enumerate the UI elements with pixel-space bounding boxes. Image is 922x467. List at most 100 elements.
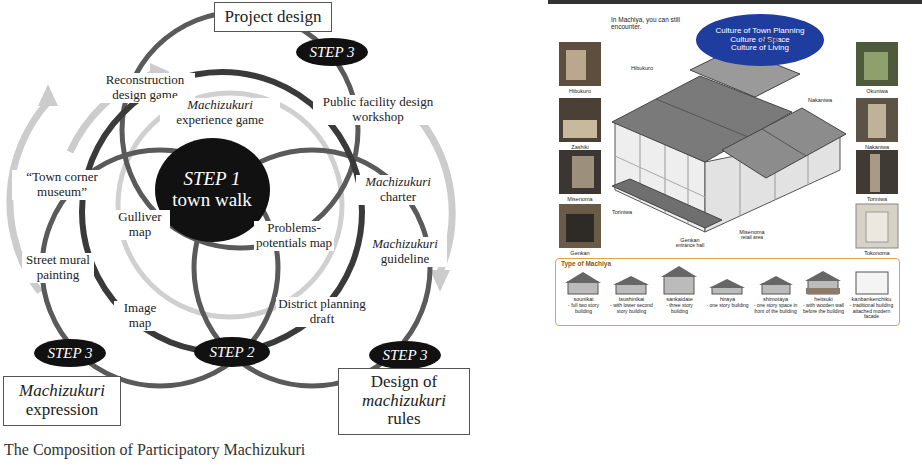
ellipse-shape [194,337,270,367]
type-description: - one story space in front of the buildi… [753,303,798,314]
poster-label: Nakaniwa [800,97,840,103]
node-text: STEP 3 [382,347,427,364]
house-roof [722,108,846,178]
phase-box: Machizukuri expression [3,376,121,426]
node-text: Culture of Space [730,36,790,45]
activity-label: Public facility design workshop [313,95,443,124]
poster-label: Genkan [558,250,602,256]
culture-ellipse: Culture of Town PlanningCulture of Space… [696,14,824,66]
type-name: shimotaya [753,296,798,302]
roof-ridge [762,129,806,156]
poster-label: Misenoma [558,196,602,202]
activity-label: Street mural painting [22,253,94,282]
poster-label: Nakaniwa [855,144,899,150]
type-description: - full two story building [561,303,606,314]
type-name: sounikai [561,296,606,302]
node-text: town walk [172,190,252,211]
type-icon-roof [759,276,793,285]
type-icon-roof [613,276,649,285]
cycle-arrowhead [430,270,450,292]
type-icon [616,284,646,294]
poster-label: Tokonoma [855,250,899,256]
type-icon-roof [565,272,601,283]
type-icon [712,287,742,294]
type-description: - with lower second story building [609,303,654,314]
type-icon [856,272,888,294]
type-description: - three story building [657,303,702,314]
poster-label: Misenoma [732,229,772,235]
activity-label: Machizukuri charter [356,175,440,204]
type-description: - one story building [705,303,750,309]
type-icon-roof [661,266,697,277]
poster-label: Hibukuro [558,88,602,94]
italic-word: Machizukuri [187,97,253,112]
ellipse-shape [696,14,824,66]
poster-label: Genkan [670,237,710,243]
poster-label: Toriniwa [855,196,899,202]
type-icon [664,276,694,294]
photo-detail [572,156,594,188]
type-name: sankaidate [657,296,702,302]
phase-box: Project design [214,2,332,32]
poster-label: Zashiki [750,37,790,43]
house-frame [740,155,741,216]
step-ellipse: STEP 3 [34,339,106,367]
activity-label: Machizukuri guideline [363,237,447,266]
ellipse-shape [155,138,270,242]
italic-word: Machizukuri [19,381,105,400]
photo-detail [563,120,597,138]
photo-detail [870,154,880,192]
type-name: hiraya [705,296,750,302]
type-name: kanbankenchiku [849,296,894,302]
phase-box: Design of machizukuri rules [338,368,470,435]
type-name: tsushinikai [609,296,654,302]
photo [856,150,898,194]
type-icon-roof [805,271,841,281]
node-text: STEP 3 [47,345,92,362]
ellipse-shape [34,339,106,367]
poster-label: Toriniwa [602,209,642,215]
step-ellipse: STEP 3 [369,341,441,369]
panel-heading: Type of Machiya [561,260,611,267]
ellipse-shape [369,341,441,369]
type-description: - traditional building attached modern f… [849,303,894,320]
photo-detail [566,50,586,80]
activity-label: “Town corner museum” [12,170,112,199]
figure-caption: The Composition of Participatory Machizu… [4,441,305,459]
node-text: Machizukuri expression [9,382,115,419]
activity-label: Gulliver map [110,210,170,239]
top-bar [548,0,922,4]
type-icon [762,284,790,294]
activity-label: Problems-potentials map [254,221,334,250]
type-panel: Type of Machiya sounikai- full two story … [555,258,900,326]
step-circle: STEP 1town walk [155,138,270,242]
type-icon [568,282,598,294]
step-ellipse: STEP 3 [296,38,368,66]
node-text: STEP 1 [183,169,240,190]
type-description: - with wooden wall before the building [801,303,846,314]
node-text: STEP 3 [309,44,354,61]
photo [559,42,601,86]
photo-detail [566,214,594,242]
house-eave [612,179,722,228]
italic-word: Machizukuri [365,174,431,189]
photo [559,150,601,194]
roof-ridge [656,99,748,137]
node-text: STEP 2 [209,344,254,361]
photo-detail [868,104,886,138]
photo-detail [866,212,888,242]
photo [856,98,898,142]
ellipse-shape [296,38,368,66]
node-text: Project design [225,8,322,27]
poster-label: Hibukuro [622,65,662,71]
poster-label: entrance hall [668,243,712,249]
poster-label: Okuniwa [855,88,899,94]
node-text: Design of machizukuri rules [344,373,464,429]
photo [559,204,601,248]
photo [559,98,601,142]
node-text: Culture of Living [731,44,789,53]
type-icon-roof [709,279,745,288]
poster-label: Zashiki [558,144,602,150]
type-icon-wall [806,288,840,294]
